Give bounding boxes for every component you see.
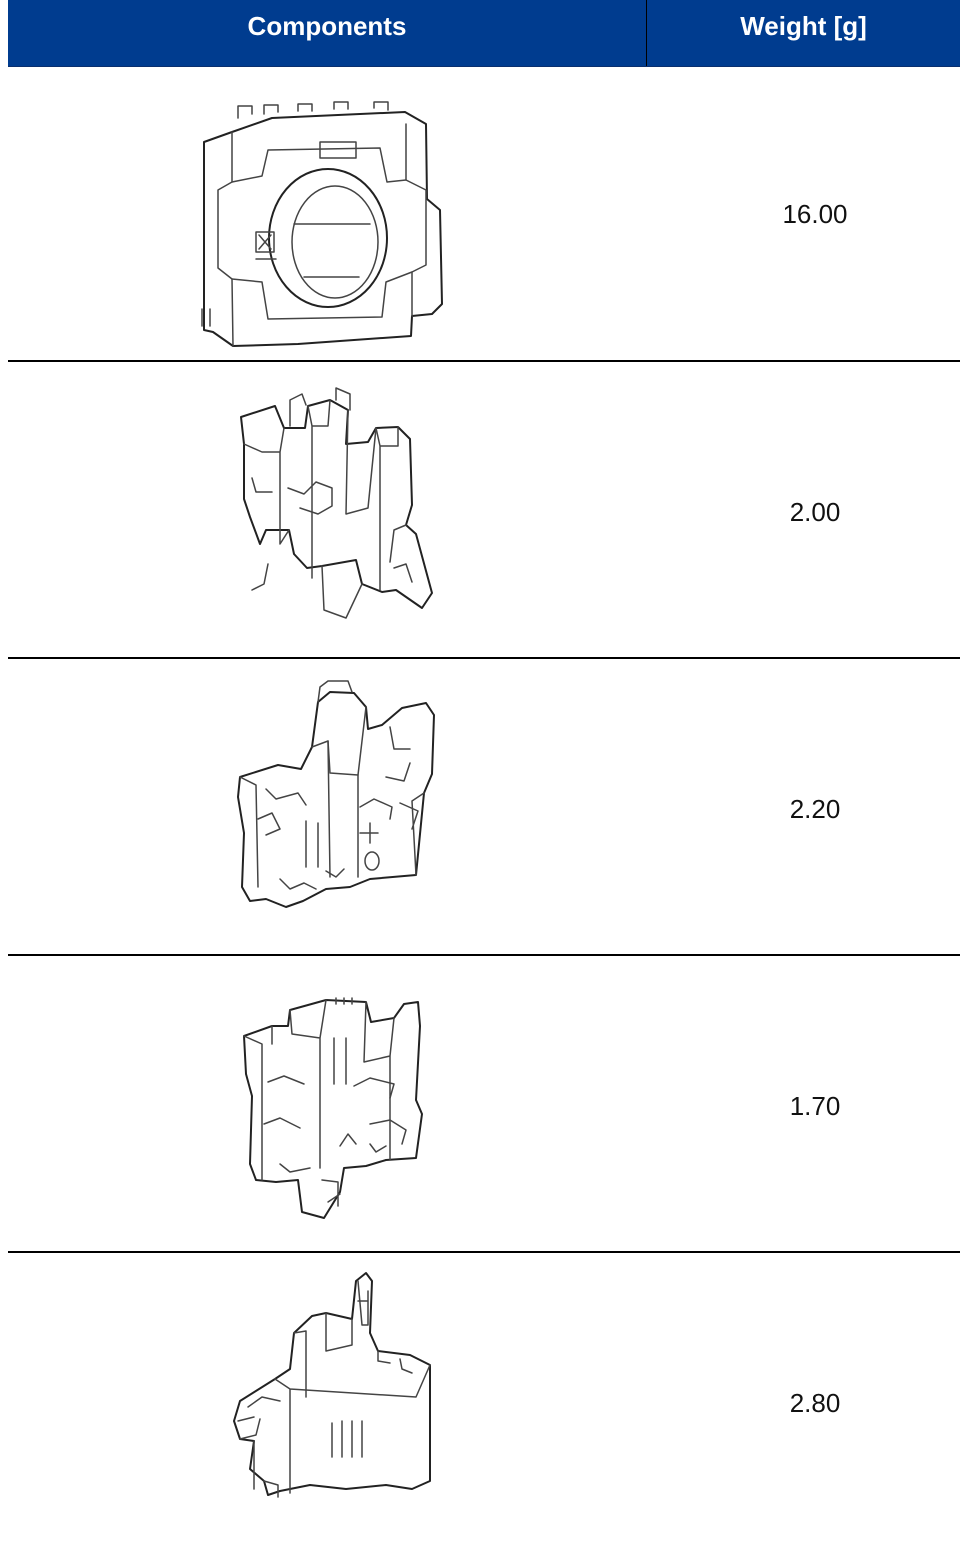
table-header: Components Weight [g]: [8, 0, 960, 67]
component-cartridge-icon: [180, 1271, 460, 1531]
weight-value: 2.80: [789, 1388, 841, 1418]
table-row: 16.00: [0, 66, 960, 362]
weight-value: 1.70: [789, 1091, 841, 1121]
component-bracket-icon: [180, 380, 460, 640]
component-module-icon: [180, 974, 460, 1234]
row-divider: [8, 954, 960, 956]
table-row: 2.80: [0, 1253, 960, 1546]
table-row: 2.20: [0, 659, 960, 956]
header-divider: [646, 0, 647, 66]
weight-column-header: Weight [g]: [740, 11, 867, 41]
components-column-header: Components: [247, 11, 407, 41]
table-row: 1.70: [0, 956, 960, 1253]
weight-value: 2.20: [789, 794, 841, 824]
component-frame-icon: [180, 94, 460, 354]
row-divider: [8, 1251, 960, 1253]
component-plate-icon: [180, 677, 460, 937]
table-row: 2.00: [0, 362, 960, 659]
row-divider: [8, 657, 960, 659]
row-divider: [8, 360, 960, 362]
weight-value: 2.00: [789, 497, 841, 527]
weight-value: 16.00: [782, 199, 848, 229]
